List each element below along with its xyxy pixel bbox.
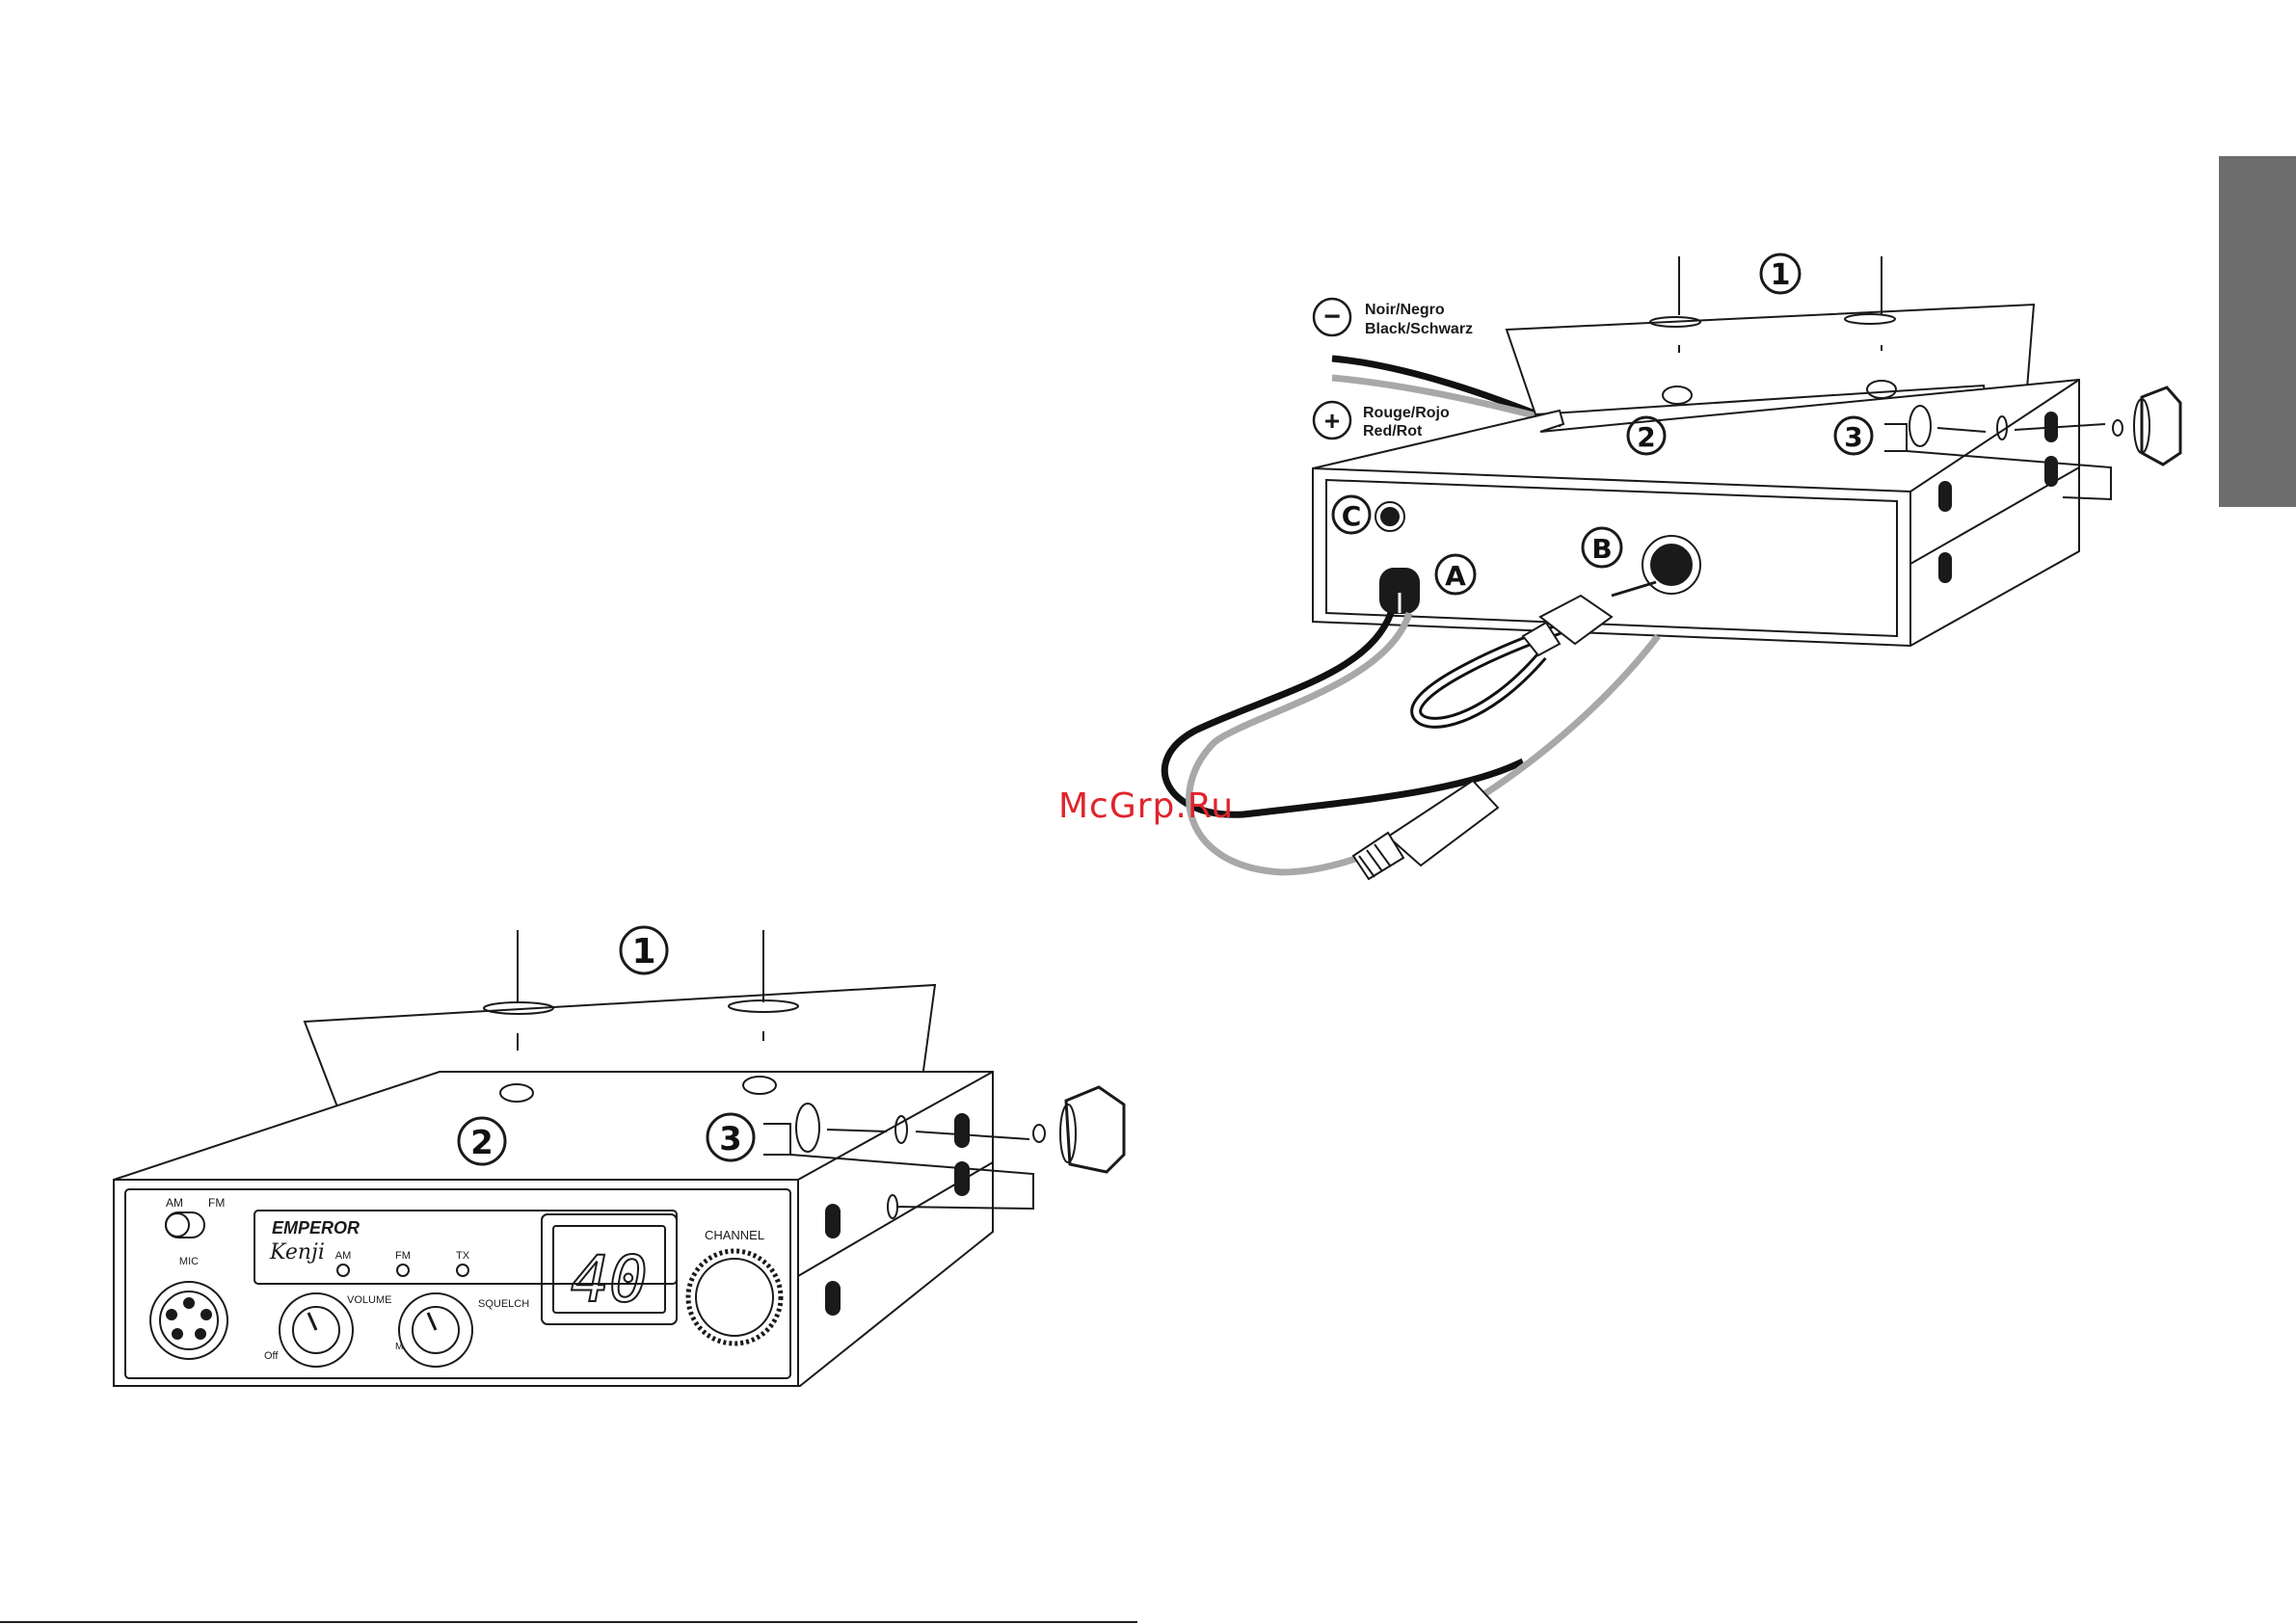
front-installation-diagram bbox=[114, 927, 1124, 1386]
ext-speaker-jack bbox=[1381, 508, 1399, 525]
mount-knob bbox=[2142, 387, 2180, 465]
mic-label: MIC bbox=[179, 1256, 199, 1267]
switch-fm-label: FM bbox=[208, 1196, 225, 1210]
positive-symbol: + bbox=[1324, 406, 1340, 436]
model-name: Kenji bbox=[269, 1240, 325, 1265]
led-fm-label: FM bbox=[395, 1250, 411, 1262]
callout-2: 2 bbox=[1637, 421, 1655, 453]
positive-label-line1: Rouge/Rojo bbox=[1363, 405, 1450, 421]
channel-display: 40 bbox=[571, 1242, 647, 1317]
positive-label-line2: Red/Rot bbox=[1363, 423, 1423, 439]
negative-symbol: − bbox=[1323, 301, 1341, 333]
side-slot bbox=[2045, 457, 2057, 486]
callout-3: 3 bbox=[719, 1120, 742, 1158]
off-label: Off bbox=[264, 1350, 279, 1362]
rear-installation-diagram bbox=[1164, 254, 2180, 879]
negative-label-line2: Black/Schwarz bbox=[1365, 321, 1473, 337]
connector-B-label: B bbox=[1591, 533, 1612, 565]
led-tx-label: TX bbox=[456, 1250, 470, 1262]
callout-1: 1 bbox=[1771, 258, 1791, 292]
brand-logo: EMPEROR bbox=[272, 1218, 360, 1238]
negative-label-line1: Noir/Negro bbox=[1365, 302, 1445, 318]
watermark: McGrp.Ru bbox=[1058, 786, 1234, 826]
switch-am-label: AM bbox=[166, 1196, 183, 1210]
callout-1: 1 bbox=[631, 932, 655, 972]
channel-label: CHANNEL bbox=[705, 1228, 764, 1242]
callout-2: 2 bbox=[470, 1124, 494, 1162]
squelch-m-label: M bbox=[395, 1342, 403, 1352]
bracket-hole bbox=[2113, 420, 2122, 436]
volume-label: VOLUME bbox=[347, 1294, 391, 1306]
connector-A-label: A bbox=[1445, 560, 1466, 592]
connector-C-label: C bbox=[1342, 500, 1362, 532]
squelch-label: SQUELCH bbox=[478, 1298, 529, 1310]
led-am-label: AM bbox=[335, 1250, 352, 1262]
callout-3: 3 bbox=[1844, 421, 1862, 453]
